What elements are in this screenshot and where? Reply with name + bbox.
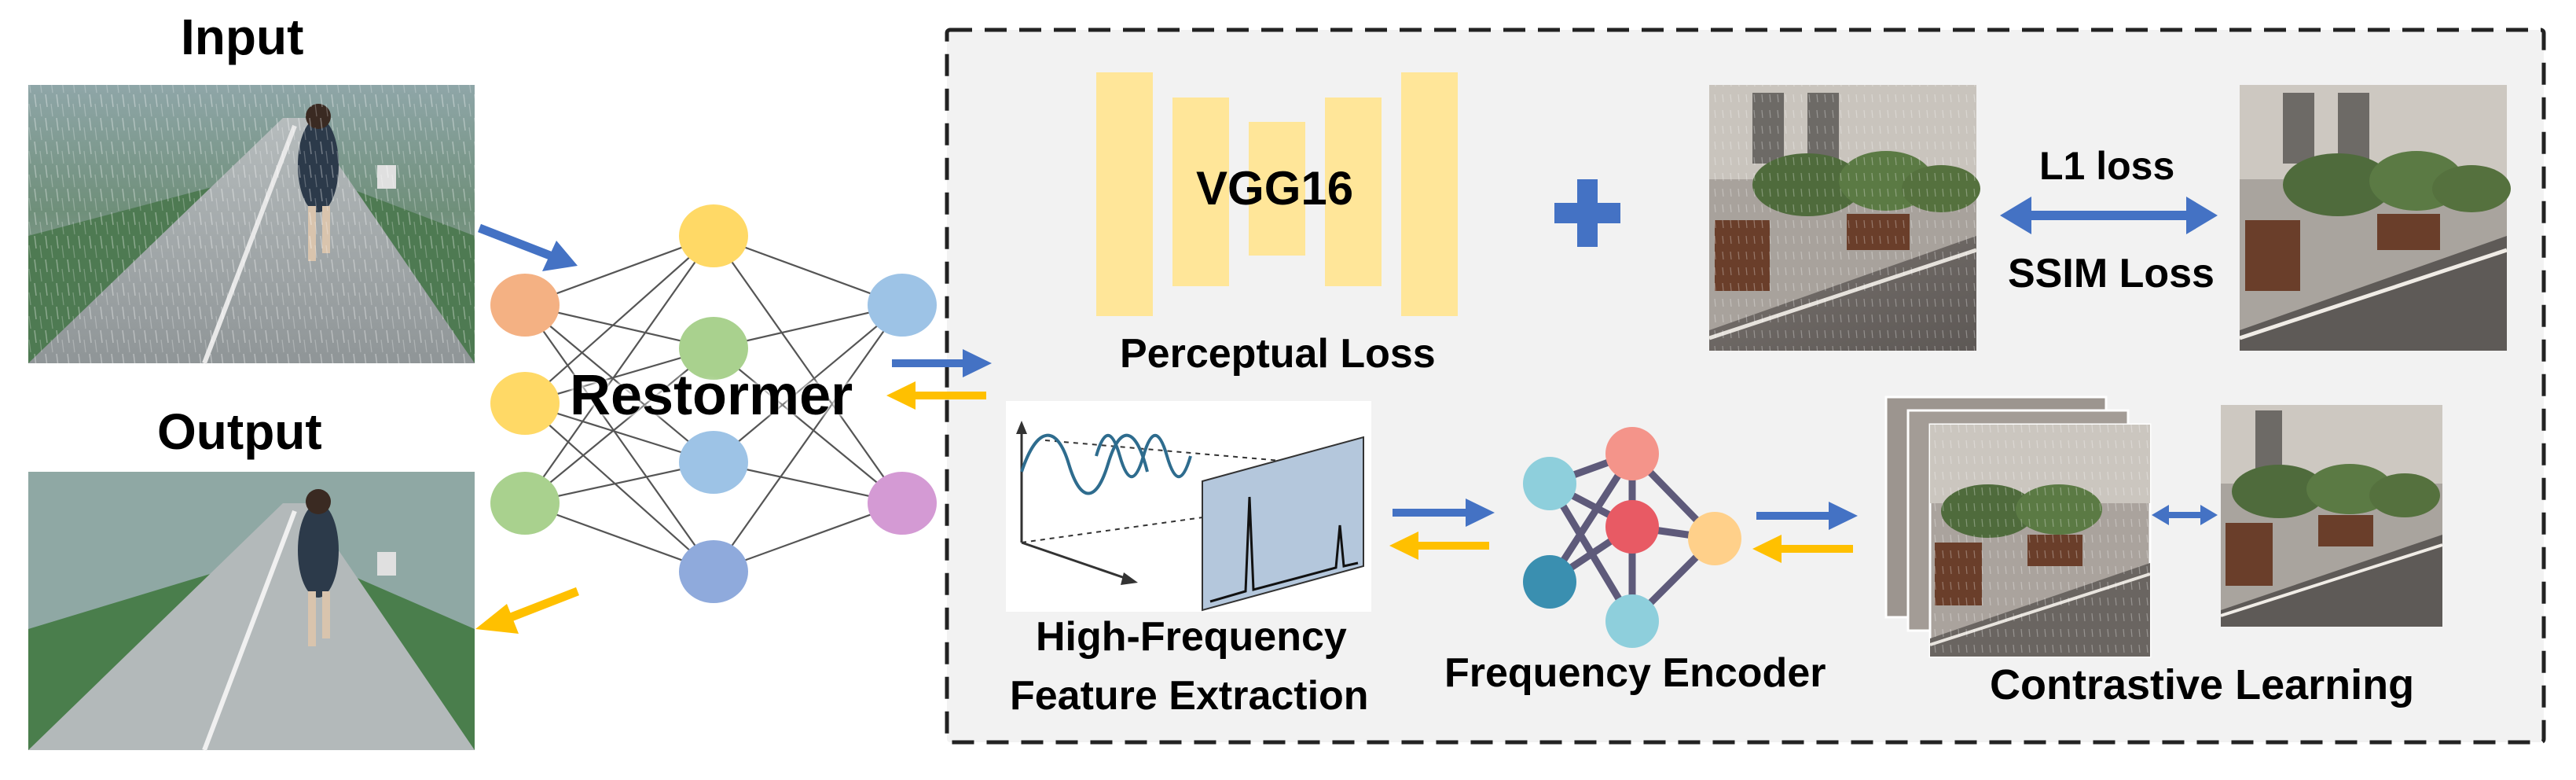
- net-to-output-arrow: [475, 587, 579, 634]
- encoder-node-4: [1605, 500, 1659, 554]
- vgg-block-2: [1172, 98, 1229, 286]
- contrastive-to-encoder-arrow: [1752, 535, 1853, 563]
- contrastive-negative-stack: [1884, 396, 2152, 658]
- degraded-street-image: [1708, 85, 1980, 351]
- contrastive-learning-label: Contrastive Learning: [1990, 661, 2415, 708]
- net-node-hidden-2: [679, 317, 748, 380]
- perceptual-loss-label: Perceptual Loss: [1120, 331, 1436, 377]
- encoder-node-1: [1523, 457, 1576, 510]
- contrastive-positive-image: [2220, 405, 2443, 627]
- vgg-block-4: [1325, 98, 1382, 286]
- net-node-input-3: [490, 472, 560, 535]
- encoder-node-6: [1688, 512, 1741, 565]
- encoder-to-hf-arrow: [1389, 532, 1489, 560]
- ssim-loss-label: SSIM Loss: [2008, 251, 2215, 296]
- restormer-label: Restormer: [570, 364, 853, 427]
- output-image: [28, 472, 475, 752]
- net-node-hidden-4: [679, 540, 748, 603]
- output-title: Output: [157, 403, 322, 460]
- hf-extraction-label-line1: High-Frequency: [1036, 614, 1347, 660]
- plus-icon: [1554, 179, 1620, 247]
- hf-to-encoder-arrow: [1393, 499, 1495, 527]
- frequency-encoder-graph: [1523, 427, 1741, 648]
- vgg-block-1: [1096, 72, 1153, 316]
- net-node-input-1: [490, 274, 560, 337]
- encoder-node-3: [1605, 427, 1659, 480]
- high-frequency-illustration: [1006, 401, 1371, 612]
- input-title: Input: [181, 9, 304, 65]
- net-node-input-2: [490, 372, 560, 435]
- hf-extraction-label-line2: Feature Extraction: [1010, 673, 1369, 719]
- net-node-output-1: [868, 274, 937, 337]
- net-to-panel-arrow: [892, 349, 992, 377]
- input-image: [28, 85, 475, 365]
- panel-to-net-arrow: [886, 381, 986, 410]
- encoder-to-contrastive-arrow: [1756, 502, 1858, 530]
- vgg-block-5: [1401, 72, 1458, 316]
- net-node-output-2: [868, 472, 937, 535]
- vgg16-label: VGG16: [1196, 162, 1354, 215]
- clean-street-image: [2239, 85, 2511, 351]
- contrastive-double-arrow-icon: [2152, 505, 2218, 525]
- vgg16-network: [1096, 72, 1458, 316]
- input-to-net-arrow: [478, 223, 578, 271]
- frequency-encoder-label: Frequency Encoder: [1444, 650, 1826, 696]
- double-arrow-icon: [2000, 197, 2218, 234]
- net-node-hidden-1: [679, 204, 748, 267]
- l1-loss-label: L1 loss: [2039, 144, 2175, 188]
- network-edges: [524, 234, 903, 573]
- vgg-block-3: [1249, 122, 1305, 256]
- encoder-node-2: [1523, 555, 1576, 609]
- encoder-node-5: [1605, 594, 1659, 648]
- net-node-hidden-3: [679, 431, 748, 494]
